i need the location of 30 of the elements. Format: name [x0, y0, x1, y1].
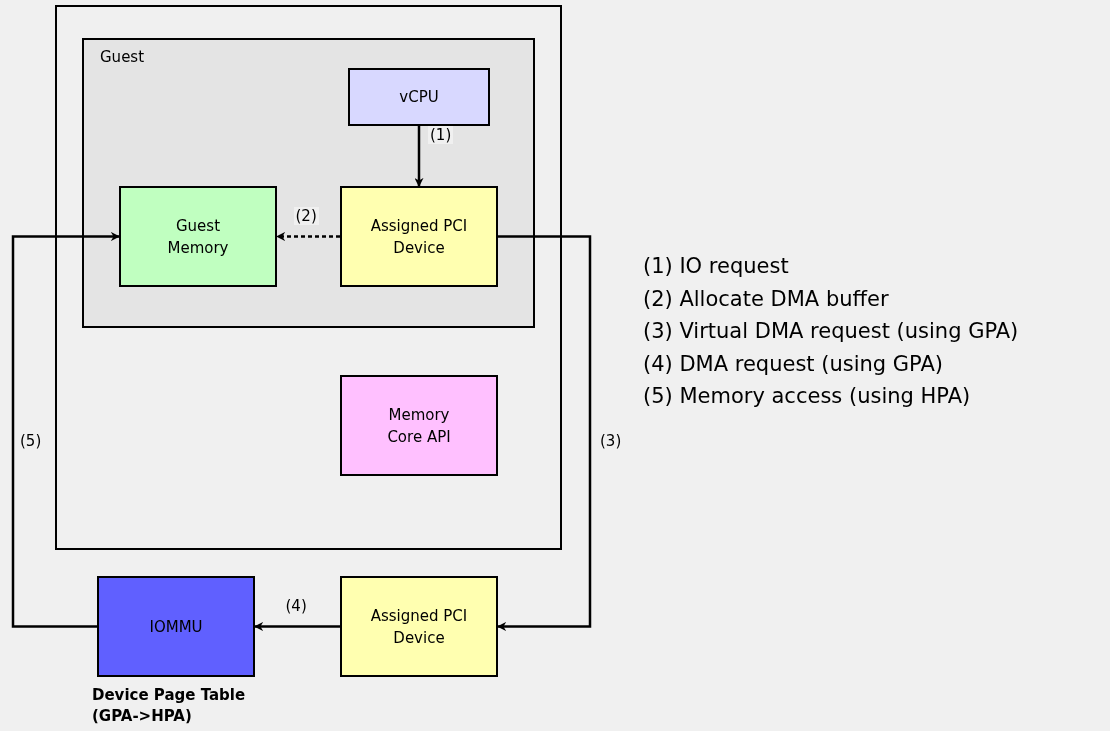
edge-label: (3) [598, 431, 624, 450]
box-label: Assigned PCI Device [369, 605, 469, 649]
box-caption: Device Page Table (GPA->HPA) [92, 685, 247, 727]
arrow [497, 235, 592, 631]
edge-label: (5) [18, 431, 44, 450]
note-text: (3) Virtual DMA request (using GPA) [643, 319, 1019, 343]
arrow [11, 232, 120, 628]
process-box [97, 576, 255, 677]
edge-label: (4) [283, 596, 309, 615]
edge-label: (1) [428, 126, 454, 144]
group-heading: Guest [100, 48, 145, 66]
box-label: Memory Core API [386, 404, 452, 448]
process-box [119, 186, 277, 287]
note-text: (2) Allocate DMA buffer [643, 286, 889, 311]
note-text: (4) DMA request (using GPA) [643, 351, 943, 376]
container-box [82, 38, 535, 328]
box-label: vCPU [398, 86, 440, 108]
note-text: (1) IO request [643, 254, 789, 278]
process-box [340, 186, 498, 287]
note-text: (5) Memory access (using HPA) [643, 384, 971, 408]
process-box [340, 576, 498, 677]
arrow [276, 232, 340, 241]
box-label: Assigned PCI Device [369, 215, 469, 259]
process-box [340, 375, 498, 476]
arrow [414, 126, 424, 187]
container-box [55, 5, 562, 550]
process-box [348, 68, 490, 126]
box-label: Guest Memory [166, 215, 230, 259]
box-label: IOMMU [148, 616, 204, 638]
arrow [254, 622, 340, 631]
